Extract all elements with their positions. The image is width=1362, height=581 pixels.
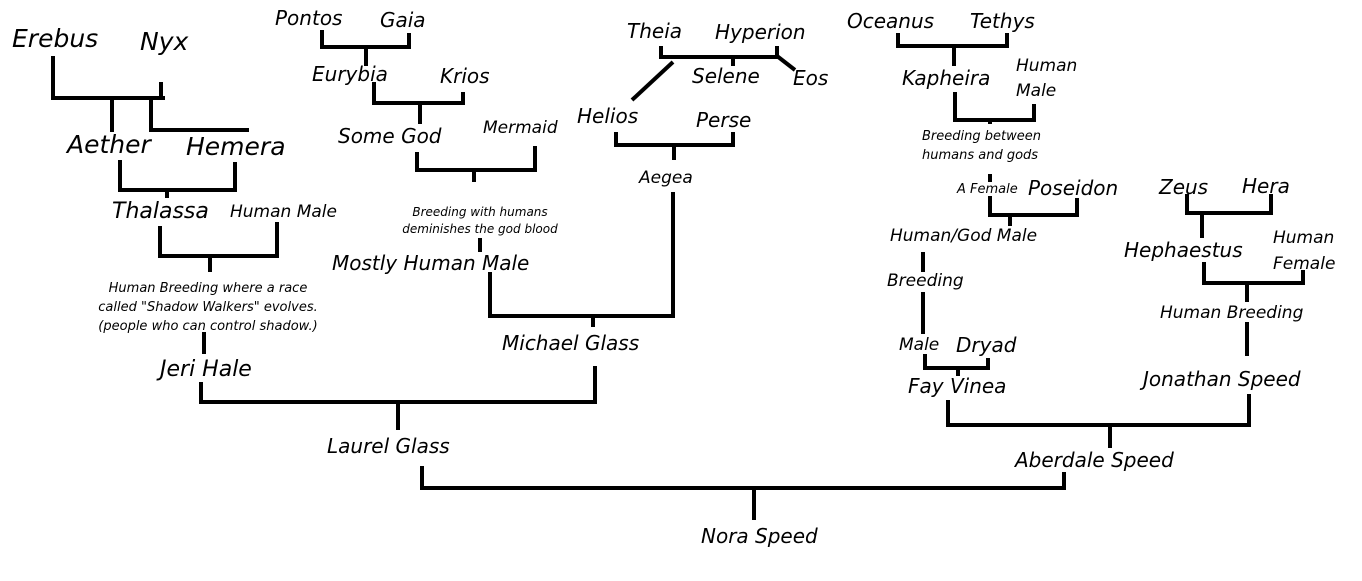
person-perse: Perse bbox=[696, 108, 752, 132]
person-jonathan-speed: Jonathan Speed bbox=[1143, 367, 1301, 391]
person-eurybia: Eurybia bbox=[312, 62, 388, 86]
connector-laurel-aberdale bbox=[420, 466, 1066, 520]
connector-somegod-mermaid bbox=[415, 146, 537, 182]
person-mermaid: Mermaid bbox=[483, 118, 558, 138]
person-aberdale-speed: Aberdale Speed bbox=[1015, 448, 1174, 472]
person-human-male-1: Human Male bbox=[230, 202, 337, 222]
connector-nyx-hemera bbox=[149, 100, 249, 132]
person-kapheira: Kapheira bbox=[902, 66, 991, 90]
person-hyperion: Hyperion bbox=[715, 20, 806, 44]
person-erebus: Erebus bbox=[12, 24, 99, 53]
person-helios: Helios bbox=[577, 104, 639, 128]
connector-theia-hyperion bbox=[659, 46, 779, 66]
person-human-female-line1: Human bbox=[1273, 228, 1335, 248]
connector-hyperion-eos bbox=[775, 54, 797, 72]
connector-zeus-hera bbox=[1185, 194, 1273, 238]
connector-kapheira-human bbox=[953, 92, 1036, 124]
connector-fay-jonathan bbox=[946, 394, 1251, 448]
connector-aether-hemera bbox=[118, 160, 237, 198]
connector-male-dryad bbox=[923, 354, 990, 376]
connector-jeri-michael bbox=[199, 332, 597, 430]
person-nyx: Nyx bbox=[140, 27, 189, 56]
person-a-female: A Female bbox=[957, 182, 1018, 197]
person-selene: Selene bbox=[692, 64, 760, 88]
note-shadow-walkers: Human Breeding where a race called "Shad… bbox=[98, 281, 318, 334]
person-laurel-glass: Laurel Glass bbox=[327, 434, 450, 458]
person-oceanus: Oceanus bbox=[847, 9, 935, 33]
person-some-god: Some God bbox=[338, 124, 442, 148]
person-krios: Krios bbox=[440, 64, 490, 88]
label-breeding: Breeding bbox=[887, 271, 964, 291]
connector-oceanus-tethys bbox=[896, 33, 1009, 66]
person-human-female-line2: Female bbox=[1273, 254, 1336, 274]
person-eos: Eos bbox=[793, 66, 829, 90]
connector-hephaestus-human bbox=[1202, 262, 1305, 302]
person-male: Male bbox=[899, 335, 940, 355]
note-humans-and-gods: Breeding between humans and gods bbox=[922, 129, 1041, 163]
person-hera: Hera bbox=[1242, 174, 1290, 198]
label-human-breeding: Human Breeding bbox=[1160, 303, 1304, 323]
person-fay-vinea: Fay Vinea bbox=[908, 374, 1007, 398]
person-theia: Theia bbox=[627, 19, 683, 43]
connector-helios-perse bbox=[614, 132, 735, 160]
connector-michael-parents bbox=[488, 192, 675, 327]
connector-eurybia-krios bbox=[372, 82, 465, 124]
person-human-god-male: Human/God Male bbox=[890, 226, 1038, 246]
person-human-male-2-line1: Human bbox=[1016, 56, 1078, 76]
person-jeri-hale: Jeri Hale bbox=[160, 357, 252, 382]
person-gaia: Gaia bbox=[380, 8, 426, 32]
person-mostly-human-male: Mostly Human Male bbox=[332, 251, 530, 275]
person-nora-speed: Nora Speed bbox=[701, 524, 818, 548]
person-hemera: Hemera bbox=[186, 132, 286, 161]
person-aegea: Aegea bbox=[639, 168, 693, 188]
connector-theia-helios bbox=[630, 60, 675, 102]
person-dryad: Dryad bbox=[956, 333, 1017, 357]
person-poseidon: Poseidon bbox=[1028, 176, 1119, 200]
person-aether: Aether bbox=[67, 130, 151, 159]
person-michael-glass: Michael Glass bbox=[502, 331, 640, 355]
person-thalassa: Thalassa bbox=[112, 199, 209, 224]
person-pontos: Pontos bbox=[275, 6, 343, 30]
note-deminishes-god-blood: Breeding with humans deminishes the god … bbox=[402, 205, 558, 237]
connector-thalassa-human bbox=[158, 222, 279, 272]
person-hephaestus: Hephaestus bbox=[1124, 238, 1243, 262]
connector-erebus-nyx bbox=[51, 56, 165, 132]
person-zeus: Zeus bbox=[1159, 175, 1209, 199]
connector-pontos-gaia bbox=[320, 30, 411, 66]
person-human-male-2-line2: Male bbox=[1016, 81, 1057, 101]
person-tethys: Tethys bbox=[970, 9, 1035, 33]
connector-female-poseidon bbox=[988, 174, 1079, 226]
